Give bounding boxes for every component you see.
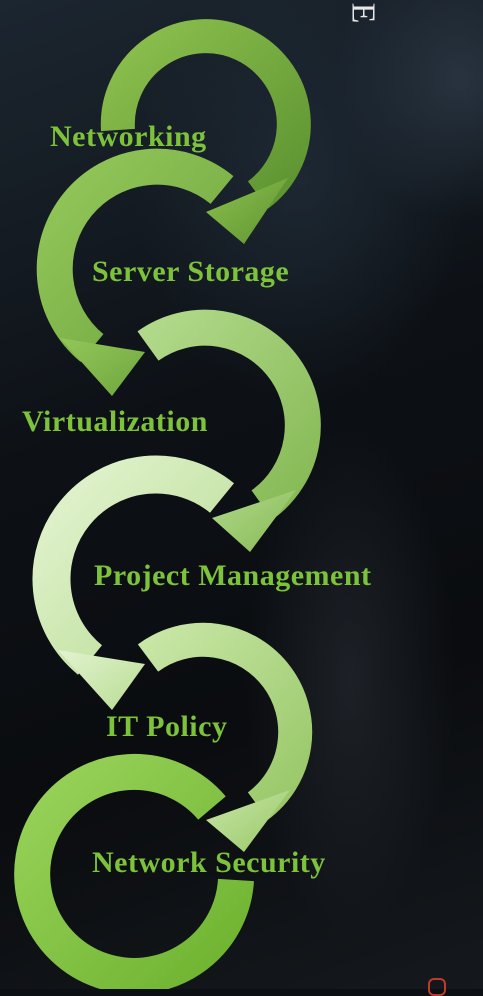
stage-ring-network-security [14,754,254,989]
stage-label-virtualization: Virtualization [22,405,208,438]
stage-arrow-server-storage [36,148,234,396]
stage-label-networking: Networking [50,120,207,153]
corner-badge-icon [428,978,446,996]
stage-arrow-it-policy [137,622,313,852]
stage-arrow-virtualization [137,309,321,552]
stage-label-project-management: Project Management [94,559,372,592]
stage-arrow-networking [100,19,311,244]
stage-arrow-project-management [32,455,234,710]
stage-label-it-policy: IT Policy [106,710,227,743]
stage-label-server-storage: Server Storage [92,255,289,288]
stage-label-network-security: Network Security [92,846,326,879]
